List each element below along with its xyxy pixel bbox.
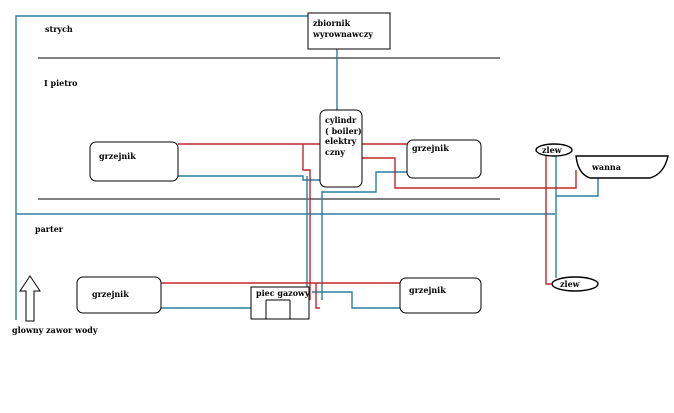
sink-upper [535,143,573,157]
bathtub-hot-pipe [362,157,577,189]
boiler-cylinder-label-line1: cylindr [325,115,357,125]
main-valve-label: glowny zawor wody [12,325,98,335]
cylinder-hot-riser [302,144,311,300]
bathtub [575,155,669,179]
radiator-first-right-return [321,171,407,300]
radiator-ground-right [399,277,482,314]
radiator-ground-left [76,276,162,314]
bathtub-label: wanna [591,162,621,172]
main-valve-arrow-icon [19,275,41,322]
sink-upper-label: zlew [542,145,563,155]
cold-pipes [15,15,599,320]
sink-lower [551,276,599,292]
radiator-first-left [89,141,179,182]
bathtub-cold-pipe [556,178,599,197]
radiator-first-right [406,139,482,179]
boiler-cylinder-label-line3: elektry [325,136,357,146]
furnace-hot-out [315,283,320,309]
gas-furnace-box [250,286,310,320]
gas-furnace-label: piec gazowy [256,288,310,298]
radiator-first-left-label: grzejnik [99,151,136,161]
radiator-ground-right-label: grzejnik [409,285,446,295]
floor-label-attic: strych [45,24,73,34]
boiler-cylinder-box [319,109,363,188]
boiler-cylinder-label-line2: ( boiler) [325,126,362,136]
hot-pipes [160,143,577,309]
radiator-ground-left-label: grzejnik [92,289,129,299]
expansion-tank-label-line2: wyrownawczy [312,29,373,39]
furnace-to-right-radiator-cold [312,291,400,309]
attic-outline-pipe [15,15,308,320]
floor-label-ground: parter [35,224,64,234]
radiator-first-right-label: grzejnik [412,143,449,153]
sink-hot-pipe [545,152,551,285]
sink-lower-label: zlew [560,279,581,289]
expansion-tank-label-line1: zbiornik [313,18,351,28]
floor-label-first: I pietro [44,78,78,88]
expansion-tank-box [307,12,391,50]
radiator-first-left-return [178,175,322,181]
boiler-cylinder-label-line4: czny [325,147,345,157]
